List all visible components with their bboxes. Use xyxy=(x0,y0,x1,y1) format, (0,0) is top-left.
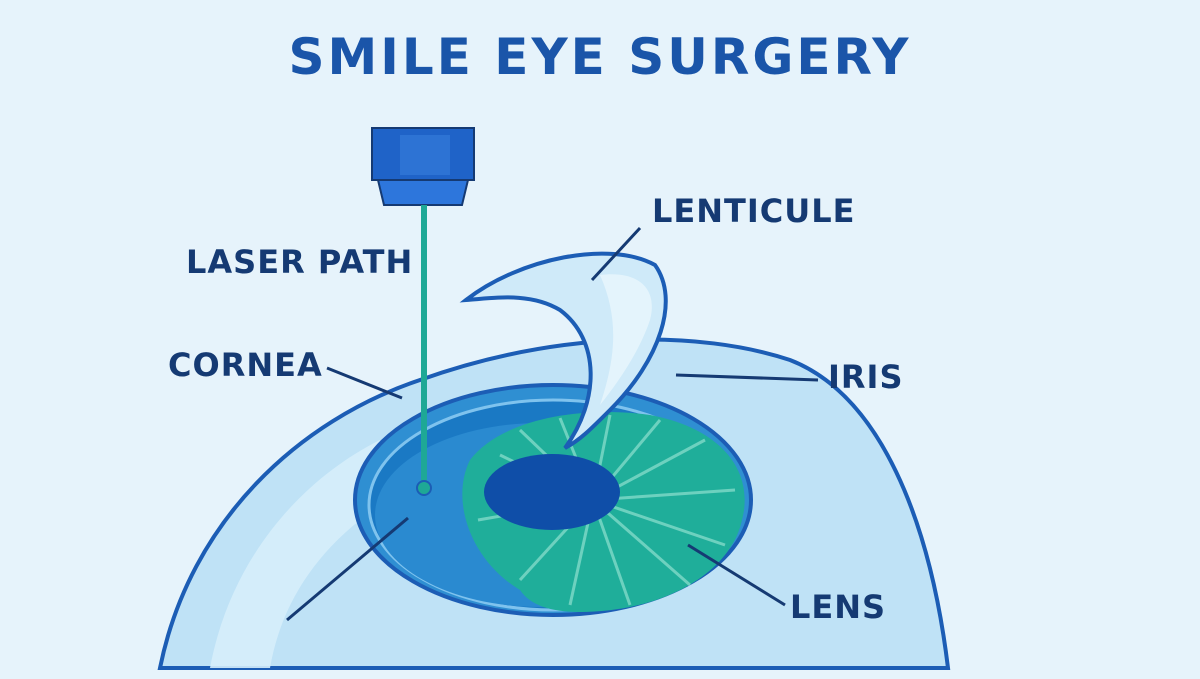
laser-spot xyxy=(416,480,432,496)
diagram-title: SMILE EYE SURGERY xyxy=(288,28,912,86)
cornea-leader xyxy=(326,366,403,400)
laser-device xyxy=(371,127,475,206)
lens-label: LENS xyxy=(790,588,887,626)
cornea-label: CORNEA xyxy=(168,346,323,384)
lenticule-leader xyxy=(590,226,642,282)
laser-path-label: LASER PATH xyxy=(186,243,414,281)
lens-leader xyxy=(687,543,786,607)
lenticule-label: LENTICULE xyxy=(652,192,856,230)
pupil xyxy=(484,454,620,530)
iris-leader xyxy=(675,373,819,382)
lower-leader xyxy=(286,516,409,622)
iris-label: IRIS xyxy=(828,358,904,396)
eyeball-highlight xyxy=(210,440,380,668)
leader-lines xyxy=(286,226,819,622)
lenticule-shade xyxy=(600,274,652,405)
